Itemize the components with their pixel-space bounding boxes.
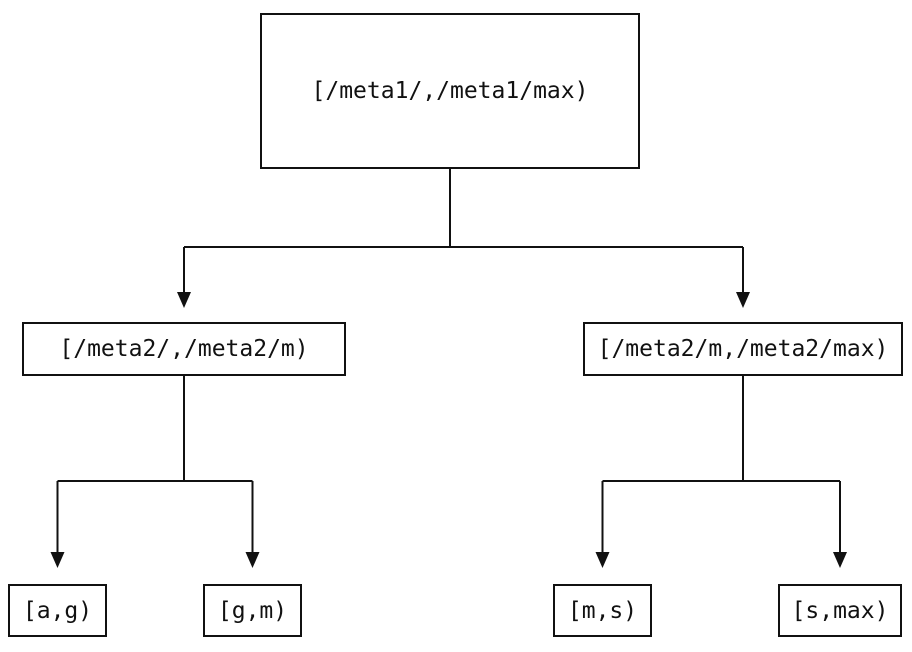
node-meta2-left-label: [/meta2/,/meta2/m)	[59, 336, 309, 362]
arrowhead-to-leaf-ms	[595, 552, 610, 568]
edge-mid-left-stem	[56, 376, 254, 552]
node-leaf-ag-label: [a,g)	[22, 597, 93, 624]
node-leaf-gm-label: [g,m)	[217, 597, 288, 624]
arrowhead-to-mid-left	[177, 292, 191, 308]
edge-root-stem	[183, 169, 744, 292]
node-leaf-smax-label: [s,max)	[791, 597, 889, 624]
edge-mid-right-to-children	[595, 376, 847, 568]
node-root-label: [/meta1/,/meta1/max)	[311, 78, 589, 104]
arrowhead-to-leaf-ag	[50, 552, 65, 568]
edge-root-to-children	[177, 169, 750, 308]
node-leaf-gm: [g,m)	[203, 584, 302, 637]
arrowhead-to-leaf-gm	[245, 552, 260, 568]
edge-mid-right-stem	[601, 376, 841, 552]
arrowhead-to-mid-right	[736, 292, 750, 308]
node-meta2-left-range: [/meta2/,/meta2/m)	[22, 322, 346, 376]
node-leaf-smax: [s,max)	[778, 584, 902, 637]
arrowhead-to-leaf-smax	[833, 552, 847, 568]
node-meta2-right-range: [/meta2/m,/meta2/max)	[583, 322, 903, 376]
node-leaf-ms-label: [m,s)	[567, 597, 638, 624]
node-leaf-ag: [a,g)	[8, 584, 107, 637]
node-meta2-right-label: [/meta2/m,/meta2/max)	[597, 336, 889, 362]
node-leaf-ms: [m,s)	[553, 584, 652, 637]
edge-mid-left-to-children	[50, 376, 260, 568]
node-root-range: [/meta1/,/meta1/max)	[260, 13, 640, 169]
